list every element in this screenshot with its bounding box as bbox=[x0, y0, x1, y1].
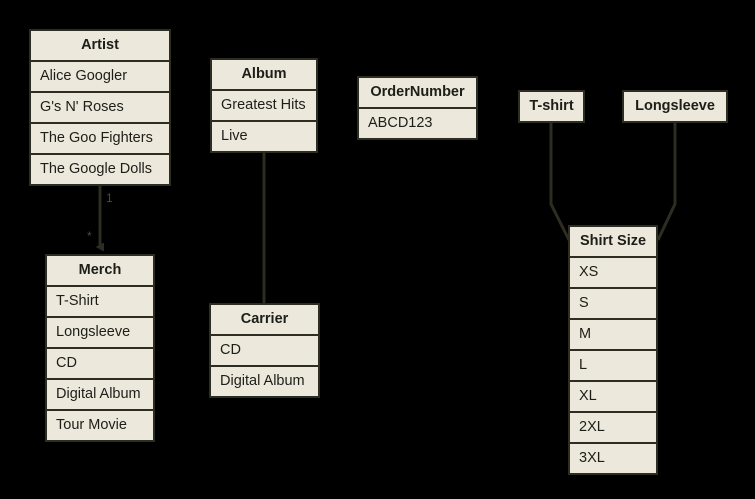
entity-album[interactable]: Album Greatest Hits Live bbox=[210, 58, 318, 153]
entity-longsleeve-title: Longsleeve bbox=[624, 92, 726, 121]
entity-merch-row[interactable]: Digital Album bbox=[47, 380, 153, 409]
entity-shirt-size-row[interactable]: 3XL bbox=[570, 444, 656, 473]
entity-artist-title: Artist bbox=[31, 31, 169, 60]
entity-tshirt-title: T-shirt bbox=[520, 92, 583, 121]
entity-carrier[interactable]: Carrier CD Digital Album bbox=[209, 303, 320, 398]
entity-shirt-size[interactable]: Shirt Size XS S M L XL 2XL 3XL bbox=[568, 225, 658, 475]
entity-album-title: Album bbox=[212, 60, 316, 89]
edge-label-artist-merch-source: 1 bbox=[106, 191, 113, 205]
entity-merch-title: Merch bbox=[47, 256, 153, 285]
entity-shirt-size-row[interactable]: XS bbox=[570, 258, 656, 287]
entity-artist-row[interactable]: The Google Dolls bbox=[31, 155, 169, 184]
entity-merch-row[interactable]: T-Shirt bbox=[47, 287, 153, 316]
entity-artist-row[interactable]: The Goo Fighters bbox=[31, 124, 169, 153]
entity-shirt-size-row[interactable]: 2XL bbox=[570, 413, 656, 442]
entity-merch-row[interactable]: Tour Movie bbox=[47, 411, 153, 440]
connector-longsleeve-shirtsize bbox=[656, 120, 677, 241]
entity-album-row[interactable]: Greatest Hits bbox=[212, 91, 316, 120]
entity-artist-row[interactable]: Alice Googler bbox=[31, 62, 169, 91]
entity-carrier-title: Carrier bbox=[211, 305, 318, 334]
entity-carrier-row[interactable]: Digital Album bbox=[211, 367, 318, 396]
entity-tshirt[interactable]: T-shirt bbox=[518, 90, 585, 123]
entity-merch[interactable]: Merch T-Shirt Longsleeve CD Digital Albu… bbox=[45, 254, 155, 442]
entity-shirt-size-row[interactable]: L bbox=[570, 351, 656, 380]
entity-artist[interactable]: Artist Alice Googler G's N' Roses The Go… bbox=[29, 29, 171, 186]
entity-album-row[interactable]: Live bbox=[212, 122, 316, 151]
edge-label-artist-merch-target: * bbox=[87, 229, 92, 243]
entity-merch-row[interactable]: CD bbox=[47, 349, 153, 378]
entity-longsleeve[interactable]: Longsleeve bbox=[622, 90, 728, 123]
entity-order-number[interactable]: OrderNumber ABCD123 bbox=[357, 76, 478, 140]
entity-shirt-size-row[interactable]: XL bbox=[570, 382, 656, 411]
entity-merch-row[interactable]: Longsleeve bbox=[47, 318, 153, 347]
entity-order-number-title: OrderNumber bbox=[359, 78, 476, 107]
connector-tshirt-shirtsize bbox=[549, 120, 571, 241]
entity-shirt-size-row[interactable]: S bbox=[570, 289, 656, 318]
entity-shirt-size-title: Shirt Size bbox=[570, 227, 656, 256]
entity-shirt-size-row[interactable]: M bbox=[570, 320, 656, 349]
entity-carrier-row[interactable]: CD bbox=[211, 336, 318, 365]
entity-order-number-row[interactable]: ABCD123 bbox=[359, 109, 476, 138]
entity-artist-row[interactable]: G's N' Roses bbox=[31, 93, 169, 122]
